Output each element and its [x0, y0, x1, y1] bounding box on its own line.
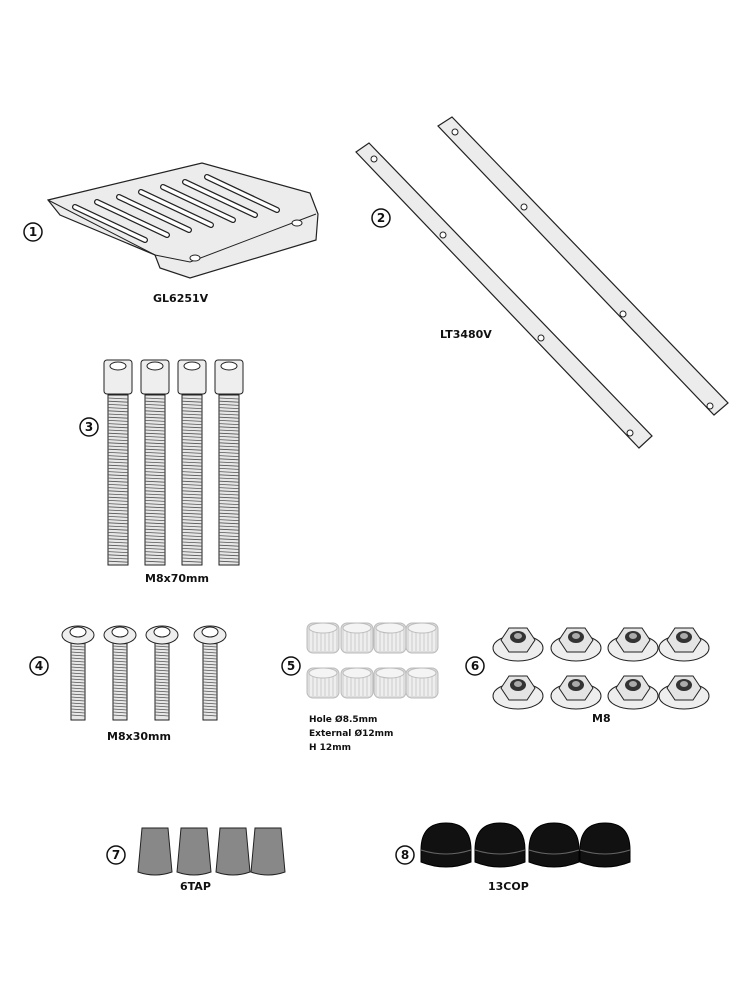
rubber-cap — [250, 827, 286, 876]
long-bolt — [214, 359, 244, 566]
part-number: 5 — [287, 659, 295, 673]
spacer — [340, 622, 374, 654]
dome-nut-cap — [474, 822, 526, 868]
flange-nut — [607, 627, 659, 662]
part-1-marker: 1 — [23, 222, 43, 242]
part-code-13cop: 13COP — [488, 880, 529, 893]
part-5-marker: 5 — [281, 656, 301, 676]
spacer — [405, 667, 439, 699]
part-code-m8x70: M8x70mm — [145, 572, 209, 585]
plate-drawing — [46, 162, 319, 279]
long-bolt — [177, 359, 207, 566]
spacer — [340, 667, 374, 699]
part-number: 1 — [29, 225, 37, 239]
part-4-marker: 4 — [29, 656, 49, 676]
spacer-note-external: External Ø12mm — [309, 728, 393, 739]
long-bolt — [140, 359, 170, 566]
short-bolt — [193, 625, 227, 721]
short-bolt — [103, 625, 137, 721]
rubber-cap — [176, 827, 212, 876]
short-bolt — [145, 625, 179, 721]
part-code-6tap: 6TAP — [180, 880, 211, 893]
part-code-m8: M8 — [592, 712, 611, 725]
part-number: 3 — [85, 420, 93, 434]
part-3-marker: 3 — [79, 417, 99, 437]
short-bolt — [61, 625, 95, 721]
spacer — [306, 622, 340, 654]
rubber-cap — [215, 827, 251, 876]
flange-nut — [658, 675, 710, 710]
long-bolt — [103, 359, 133, 566]
part-number: 4 — [35, 659, 43, 673]
part-7-marker: 7 — [106, 845, 126, 865]
part-code-gl6251v: GL6251V — [153, 292, 209, 305]
flange-nut — [550, 627, 602, 662]
spacer — [373, 622, 407, 654]
part-number: 8 — [401, 848, 409, 862]
part-6-marker: 6 — [465, 656, 485, 676]
flange-nut — [492, 675, 544, 710]
dome-nut-cap — [420, 822, 472, 868]
dome-nut-cap — [579, 822, 631, 868]
flange-nut — [550, 675, 602, 710]
part-number: 6 — [471, 659, 479, 673]
spacer-note-height: H 12mm — [309, 743, 351, 753]
bars-drawing — [355, 116, 729, 449]
rubber-cap — [137, 827, 173, 876]
part-8-marker: 8 — [395, 845, 415, 865]
spacer — [405, 622, 439, 654]
part-2-marker: 2 — [371, 208, 391, 228]
part-number: 2 — [377, 211, 385, 225]
flange-nut — [607, 675, 659, 710]
part-code-m8x30: M8x30mm — [107, 730, 171, 743]
dome-nut-cap — [528, 822, 580, 868]
part-code-lt3480v: LT3480V — [440, 328, 492, 341]
spacer — [373, 667, 407, 699]
part-number: 7 — [112, 848, 120, 862]
flange-nut — [658, 627, 710, 662]
flange-nut — [492, 627, 544, 662]
spacer — [306, 667, 340, 699]
spacer-note-hole: Hole Ø8.5mm — [309, 714, 377, 725]
